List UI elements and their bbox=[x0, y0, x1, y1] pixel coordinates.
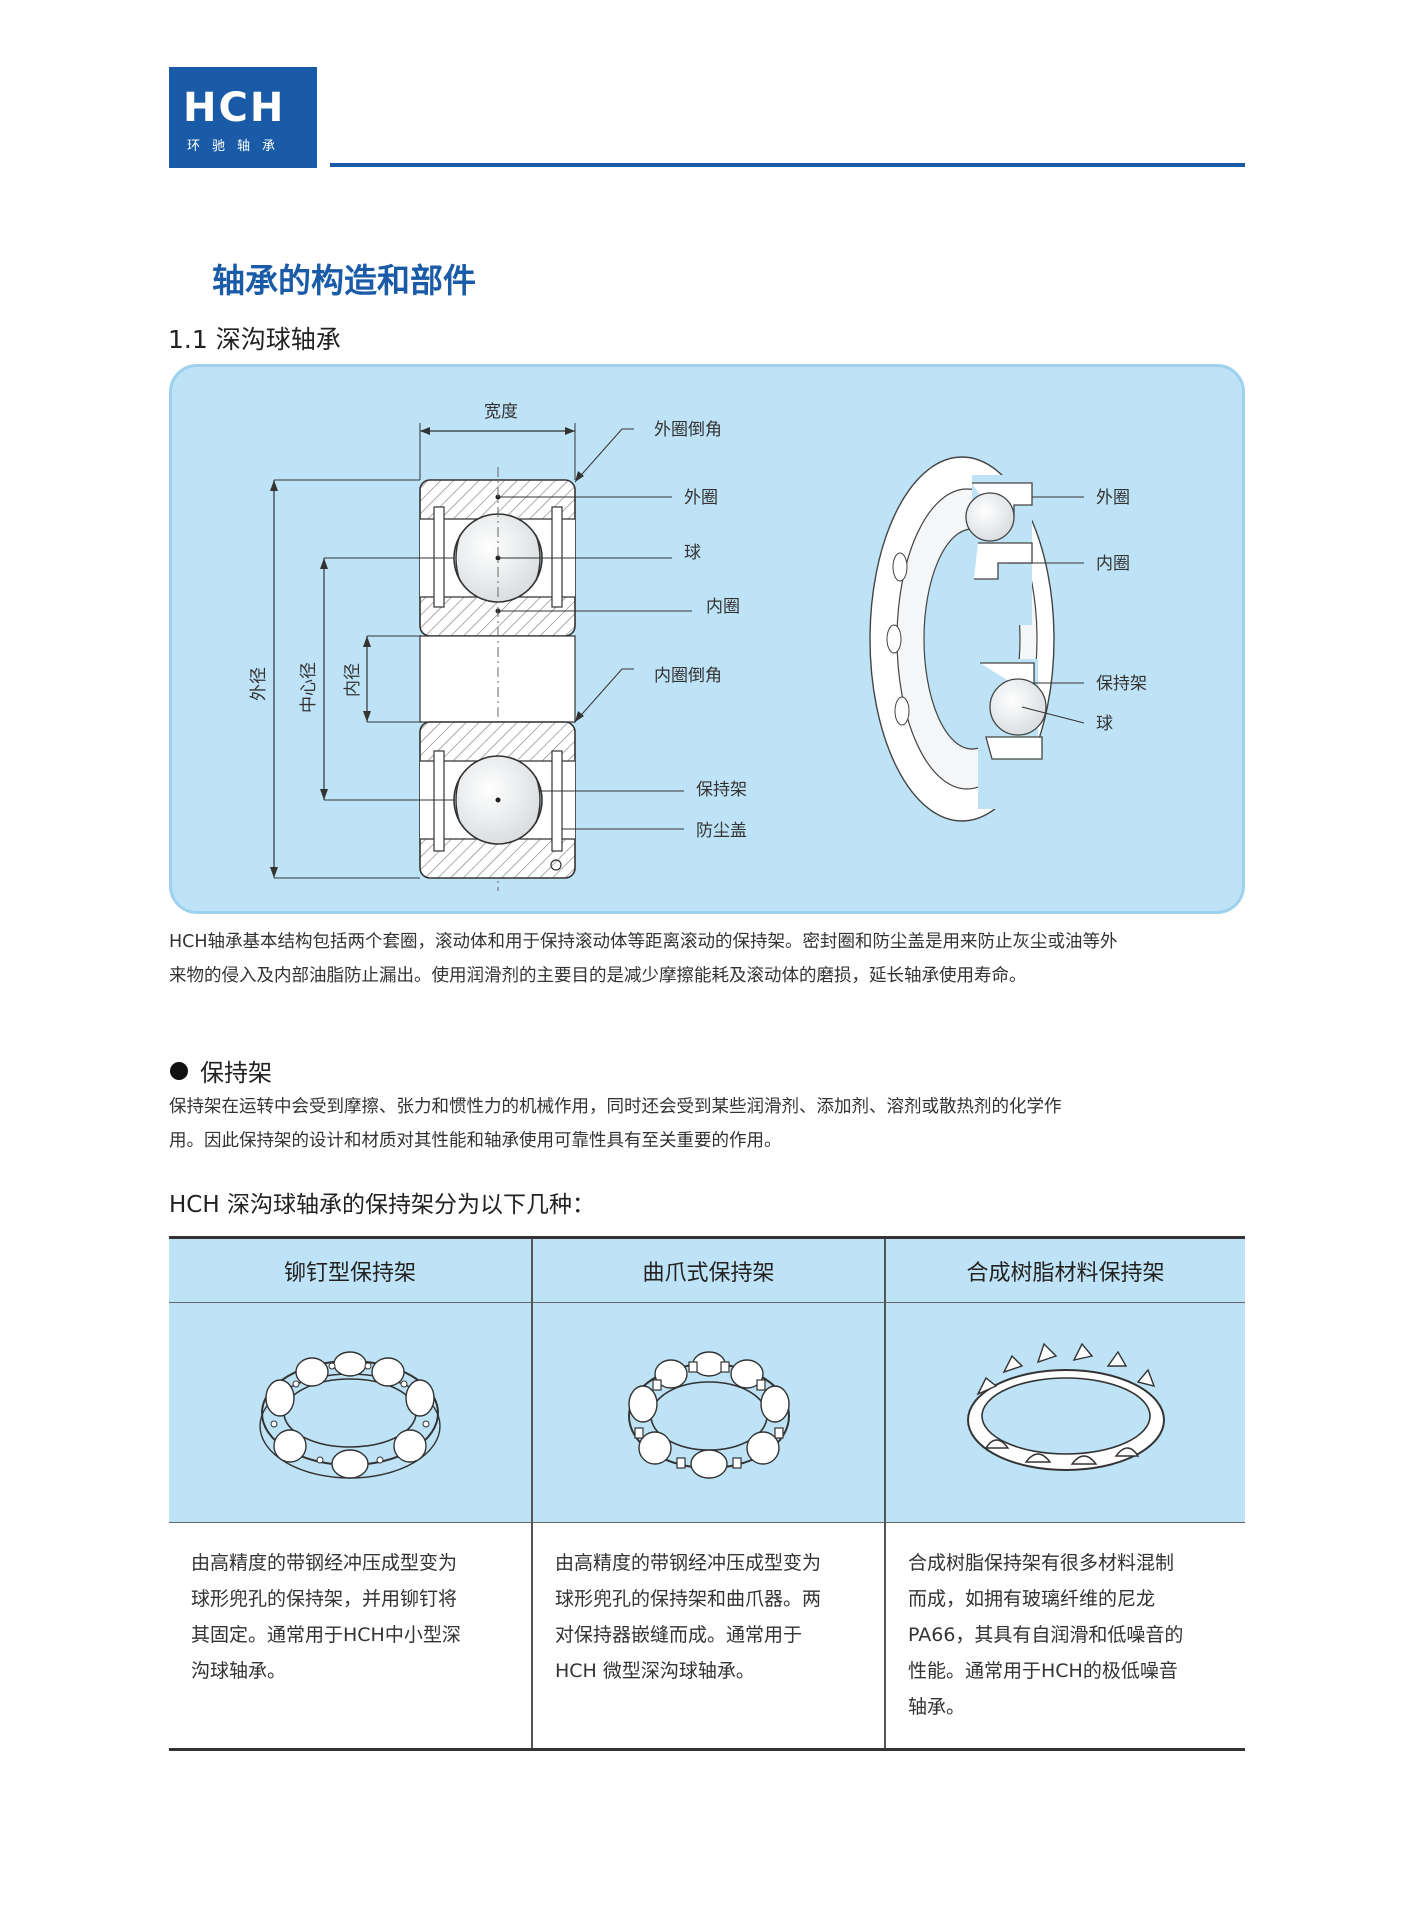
cage-paragraph: 保持架在运转中会受到摩擦、张力和惯性力的机械作用，同时还会受到某些润滑剂、添加剂… bbox=[169, 1090, 1249, 1158]
description-line: 由高精度的带钢经冲压成型变为 bbox=[555, 1552, 822, 1574]
description-line: 而成，如拥有玻璃纤维的尼龙 bbox=[908, 1588, 1156, 1610]
logo-subtitle: 环驰轴承 bbox=[187, 139, 288, 154]
label-outer-chamfer: 外圈倒角 bbox=[654, 420, 722, 440]
cage-types-heading: HCH 深沟球轴承的保持架分为以下几种： bbox=[169, 1192, 595, 1218]
section-subtitle: 1.1 深沟球轴承 bbox=[168, 325, 341, 354]
cage-type-name: 铆钉型保持架 bbox=[169, 1239, 531, 1303]
label-r-ball: 球 bbox=[1096, 714, 1113, 734]
cage-type-column: 合成树脂材料保持架 合成树脂保持架有很多材料混制 而成，如拥有玻璃纤维的尼龙 P… bbox=[884, 1239, 1245, 1748]
label-bore: 内径 bbox=[343, 663, 363, 697]
label-pitch-diameter: 中心径 bbox=[299, 662, 319, 713]
description-line: 由高精度的带钢经冲压成型变为 bbox=[191, 1552, 458, 1574]
cage-type-image bbox=[886, 1303, 1245, 1523]
cage-types-table: 铆钉型保持架 由高精度的带钢经冲压成型变为 bbox=[169, 1236, 1245, 1751]
intro-paragraph: HCH轴承基本结构包括两个套圈，滚动体和用于保持滚动体等距离滚动的保持架。密封圈… bbox=[169, 925, 1249, 993]
cage-type-image bbox=[169, 1303, 531, 1523]
riveted-cage-icon bbox=[259, 1350, 441, 1479]
label-shield: 防尘盖 bbox=[696, 821, 747, 841]
page-title: 轴承的构造和部件 bbox=[212, 261, 476, 300]
description-line: 对保持器嵌缝而成。通常用于 bbox=[555, 1624, 803, 1646]
label-outer-ring: 外圈 bbox=[684, 488, 718, 508]
bullet-icon bbox=[170, 1062, 188, 1080]
description-line: 合成树脂保持架有很多材料混制 bbox=[908, 1552, 1175, 1574]
label-outer-diameter: 外径 bbox=[249, 667, 269, 701]
label-r-outer-ring: 外圈 bbox=[1096, 488, 1130, 508]
description-line: 球形兜孔的保持架，并用铆钉将 bbox=[191, 1588, 458, 1610]
cage-type-description: 合成树脂保持架有很多材料混制 而成，如拥有玻璃纤维的尼龙 PA66，其具有自润滑… bbox=[886, 1523, 1245, 1725]
label-inner-chamfer: 内圈倒角 bbox=[654, 666, 722, 686]
description-line: 球形兜孔的保持架和曲爪器。两 bbox=[555, 1588, 822, 1610]
intro-line-2: 来物的侵入及内部油脂防止漏出。使用润滑剂的主要目的是减少摩擦能耗及滚动体的磨损，… bbox=[169, 966, 1027, 986]
cage-type-column: 铆钉型保持架 由高精度的带钢经冲压成型变为 bbox=[169, 1239, 531, 1748]
label-cage: 保持架 bbox=[696, 780, 747, 800]
header-rule bbox=[330, 163, 1245, 167]
cage-type-name: 合成树脂材料保持架 bbox=[886, 1239, 1245, 1303]
cage-type-name: 曲爪式保持架 bbox=[533, 1239, 884, 1303]
label-width: 宽度 bbox=[484, 402, 518, 422]
description-line: 性能。通常用于HCH的极低噪音 bbox=[908, 1660, 1178, 1682]
description-line: PA66，其具有自润滑和低噪音的 bbox=[908, 1624, 1184, 1646]
cage-type-description: 由高精度的带钢经冲压成型变为 球形兜孔的保持架和曲爪器。两 对保持器嵌缝而成。通… bbox=[533, 1523, 884, 1689]
claw-cage-icon bbox=[627, 1350, 790, 1479]
label-ball: 球 bbox=[684, 543, 701, 563]
cage-line-1: 保持架在运转中会受到摩擦、张力和惯性力的机械作用，同时还会受到某些润滑剂、添加剂… bbox=[169, 1097, 1062, 1117]
label-r-cage: 保持架 bbox=[1096, 674, 1147, 694]
description-line: 沟球轴承。 bbox=[191, 1660, 287, 1682]
description-line: HCH 微型深沟球轴承。 bbox=[555, 1660, 755, 1682]
label-r-inner-ring: 内圈 bbox=[1096, 554, 1130, 574]
cage-type-column: 曲爪式保持架 由高精度的带钢经冲压成型变为 bbox=[531, 1239, 884, 1748]
description-line: 其固定。通常用于HCH中小型深 bbox=[191, 1624, 461, 1646]
cage-type-image bbox=[533, 1303, 884, 1523]
bearing-diagram-svg: 宽度 外径 中心径 内径 外圈倒角 外圈 球 内圈 内圈倒角 bbox=[249, 402, 1147, 891]
resin-cage-icon bbox=[966, 1342, 1165, 1471]
bearing-diagram: 宽度 外径 中心径 内径 外圈倒角 外圈 球 内圈 内圈倒角 bbox=[169, 364, 1245, 914]
logo-mark: HCH bbox=[183, 85, 286, 131]
description-line: 轴承。 bbox=[908, 1696, 966, 1718]
cage-heading: 保持架 bbox=[170, 1053, 272, 1088]
brand-logo: HCH 环驰轴承 bbox=[169, 67, 317, 168]
cage-heading-text: 保持架 bbox=[200, 1059, 272, 1087]
isometric-bearing bbox=[869, 456, 1055, 822]
intro-line-1: HCH轴承基本结构包括两个套圈，滚动体和用于保持滚动体等距离滚动的保持架。密封圈… bbox=[169, 932, 1118, 952]
cage-type-description: 由高精度的带钢经冲压成型变为 球形兜孔的保持架，并用铆钉将 其固定。通常用于HC… bbox=[169, 1523, 531, 1689]
label-inner-ring: 内圈 bbox=[706, 597, 740, 617]
cage-line-2: 用。因此保持架的设计和材质对其性能和轴承使用可靠性具有至关重要的作用。 bbox=[169, 1131, 782, 1151]
